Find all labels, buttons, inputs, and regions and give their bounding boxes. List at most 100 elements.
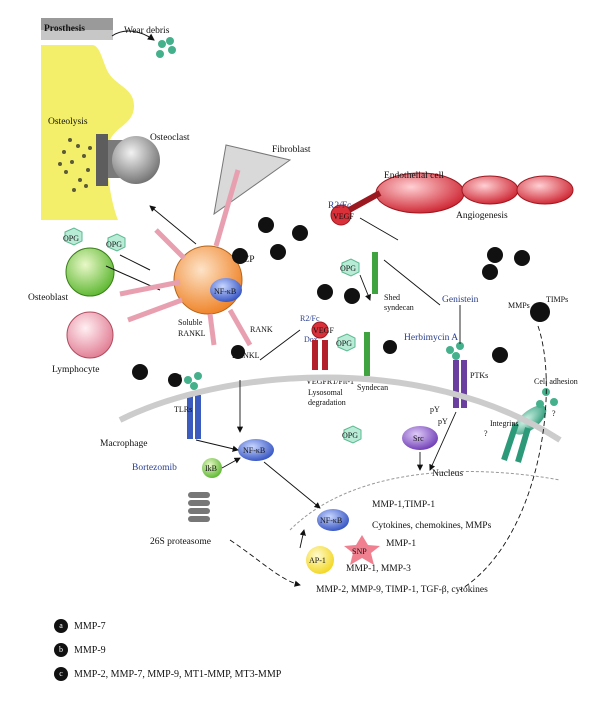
prosthesis-label: Prosthesis	[44, 24, 85, 34]
legend-text-b: MMP-9	[74, 644, 106, 656]
mmp-chips	[168, 345, 245, 387]
bortezomib-label: Bortezomib	[132, 463, 177, 473]
q1-label: ?	[178, 373, 182, 382]
endothelial-cells	[330, 172, 574, 226]
bone-shape	[41, 45, 134, 220]
q2-label: ?	[484, 429, 488, 438]
ap1-label: AP-1	[309, 556, 326, 565]
legend-text-a: MMP-7	[74, 620, 106, 632]
src-label: Src	[413, 434, 424, 443]
angiogenesis-label: Angiogenesis	[456, 211, 508, 221]
connectors	[149, 205, 547, 591]
tlrs-label: TLRs	[174, 405, 192, 414]
osteoclast-label: Osteoclast	[150, 133, 190, 143]
opg-d-label: OPG	[336, 339, 352, 348]
snp-label: SNP	[352, 547, 367, 556]
chip-c-diagram: c	[387, 343, 391, 352]
legend-chip-a: a	[54, 619, 68, 633]
osteolysis-debris	[58, 138, 92, 192]
lysosomal-label-1: Lysosomal	[308, 388, 343, 397]
shed-syndecan	[372, 252, 378, 294]
dox-label: Dox	[304, 335, 318, 344]
endothelial-cell-label: Endothelial cell	[384, 171, 444, 181]
gene-3: MMP-1	[386, 539, 416, 549]
opg-b-label: OPG	[106, 240, 122, 249]
rank-label: RANK	[250, 325, 273, 334]
snp-marker	[344, 535, 380, 565]
legend-row-b: b MMP-9	[54, 643, 106, 657]
soluble-rankl-line2: RANKL	[178, 329, 206, 338]
py2-label: pY	[438, 417, 448, 426]
wear-debris-label: Wear debris	[124, 26, 170, 36]
vegfr1-receptor	[311, 321, 329, 370]
osteoblast-label: Osteoblast	[28, 293, 68, 303]
ptks-label: PTKs	[470, 371, 488, 380]
gene-4: MMP-1, MMP-3	[346, 564, 411, 574]
nfkb-ocp-label: NF-κB	[214, 287, 236, 296]
osteoblast-cell	[65, 247, 115, 297]
py1-label: pY	[430, 405, 440, 414]
ikb-label: IkB	[205, 464, 217, 473]
q3-label: ?	[552, 409, 556, 418]
syndecan-label: Syndecan	[357, 383, 388, 392]
gene-5: MMP-2, MMP-9, TIMP-1, TGF-β, cytokines	[316, 585, 488, 595]
syndecan-receptor	[364, 332, 370, 376]
chip-a-diagram: a	[172, 376, 176, 385]
chip-b-diagram: b	[235, 348, 239, 357]
osteoclast-cell	[96, 134, 160, 186]
scattered-mmps	[132, 217, 530, 380]
r2fc-top-label: R2/Fc	[328, 201, 351, 211]
legend-text-c: MMP-2, MMP-7, MMP-9, MT1-MMP, MT3-MMP	[74, 668, 282, 680]
shed-syndecan-label-2: syndecan	[384, 303, 414, 312]
opg-a-label: OPG	[63, 234, 79, 243]
tlrs-receptor	[184, 372, 202, 439]
fibroblast-cell	[213, 144, 292, 216]
proteasome	[188, 492, 210, 522]
timps-label: TIMPs	[546, 295, 568, 304]
opg-c-label: OPG	[340, 264, 356, 273]
herbimycin-label: Herbimycin A	[404, 333, 458, 343]
cell-adhesion-label: Cell adhesion	[534, 377, 578, 386]
ap1-factor	[306, 546, 334, 574]
opg-e-label: OPG	[342, 431, 358, 440]
opg-osteoblast	[64, 227, 126, 252]
prosthesis-group: Prosthesis Osteolysis	[41, 18, 134, 220]
vegf-top-label: VEGF	[333, 212, 354, 221]
nfkb-macrophage	[238, 439, 274, 461]
r2fc-mid-label: R2/Fc	[300, 314, 320, 323]
ocp-cell	[119, 169, 253, 347]
macrophage-label: Macrophage	[100, 439, 147, 449]
cell-membrane	[118, 374, 562, 443]
legend-chip-b: b	[54, 643, 68, 657]
nucleus-label: Nucleus	[432, 469, 463, 479]
fibroblast-label: Fibroblast	[272, 145, 311, 155]
nfkb-nucleus	[317, 509, 349, 531]
lymphocyte-cell	[66, 311, 114, 359]
genistein-label: Genistein	[442, 295, 479, 305]
mmp-timp-complex	[530, 302, 550, 322]
nfkb-nuc-label: NF-κB	[320, 516, 342, 525]
legend-chip-c: c	[54, 667, 68, 681]
gene-2: Cytokines, chemokines, MMPs	[372, 521, 492, 531]
ptk-receptor	[446, 342, 467, 408]
shed-syndecan-label-1: Shed	[384, 293, 400, 302]
src-kinase	[402, 426, 438, 450]
lysosomal-label-2: degradation	[308, 398, 346, 407]
soluble-rankl-line: Soluble	[178, 318, 203, 327]
integrins-label: Integrins	[490, 419, 518, 428]
osteolysis-label: Osteolysis	[48, 117, 88, 127]
lymphocyte-label: Lymphocyte	[52, 365, 100, 375]
vegfr1-label: VEGFR1/Flt-1	[306, 377, 354, 386]
ikb-protein	[202, 458, 222, 478]
legend-row-a: a MMP-7	[54, 619, 106, 633]
nfkb-macro-label: NF-κB	[243, 446, 265, 455]
proteasome-label: 26S proteasome	[150, 537, 211, 547]
soluble-rankl-label: Soluble	[178, 318, 203, 327]
mmps-label: MMPs	[508, 301, 530, 310]
gene-1: MMP-1,TIMP-1	[372, 500, 435, 510]
wear-debris-particles	[156, 37, 176, 58]
rankl-label: RANKL	[232, 351, 260, 360]
legend-row-c: c MMP-2, MMP-7, MMP-9, MT1-MMP, MT3-MMP	[54, 667, 281, 681]
vegf-mid-label: VEGF	[313, 326, 334, 335]
